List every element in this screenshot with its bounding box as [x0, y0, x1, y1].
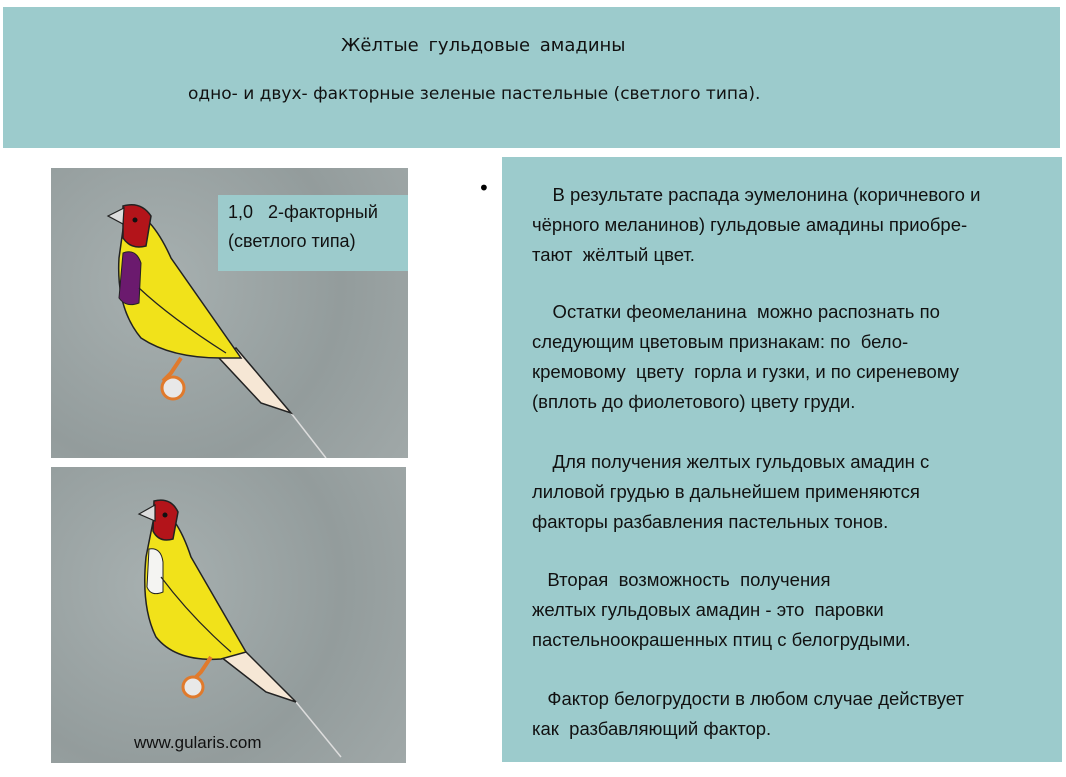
text-line: Остатки феомеланина можно распознать по	[532, 301, 940, 322]
page-title: Жёлтые гульдовые амадины	[341, 35, 626, 56]
paragraph-eumelanin: В результате распада эумелонина (коричне…	[532, 180, 980, 270]
text-line: факторы разбавления пастельных тонов.	[532, 511, 889, 532]
text-line: (вплоть до фиолетового) цвету груди.	[532, 391, 856, 412]
title-banner: Жёлтые гульдовые амадины одно- и двух- фа…	[3, 7, 1060, 148]
text-line: пастельноокрашенных птиц с белогрудыми.	[532, 629, 911, 650]
text-line: Фактор белогрудости в любом случае дейст…	[532, 688, 964, 709]
text-line: Вторая возможность получения	[532, 569, 831, 590]
text-line: лиловой грудью в дальнейшем применяются	[532, 481, 920, 502]
bird-image-purple-breast: 1,0 2-факторный (светлого типа)	[51, 168, 408, 458]
bird-label-type: (светлого типа)	[228, 231, 356, 251]
website-credit: www.gularis.com	[134, 733, 262, 752]
text-line: чёрного меланинов) гульдовые амадины при…	[532, 214, 968, 235]
text-line: тают жёлтый цвет.	[532, 244, 695, 265]
text-line: В результате распада эумелонина (коричне…	[532, 184, 981, 205]
paragraph-white-breast: Фактор белогрудости в любом случае дейст…	[532, 684, 964, 744]
bird-label: 1,0 2-факторный (светлого типа)	[218, 195, 408, 271]
description-panel: В результате распада эумелонина (коричне…	[502, 157, 1062, 762]
bird-illustration	[106, 204, 327, 458]
text-line: как разбавляющий фактор.	[532, 718, 772, 739]
page-subtitle: одно- и двух- факторные зеленые пастельн…	[188, 84, 761, 104]
bird-label-sex-factor: 1,0 2-факторный	[228, 202, 378, 222]
paragraph-dilution: Для получения желтых гульдовых амадин с л…	[532, 447, 929, 537]
text-line: желтых гульдовых амадин - это паровки	[532, 599, 884, 620]
text-line: кремовому цвету горла и гузки, и по сире…	[532, 361, 959, 382]
text-line: Для получения желтых гульдовых амадин с	[532, 451, 930, 472]
paragraph-pheomelanin: Остатки феомеланина можно распознать по с…	[532, 297, 959, 417]
paragraph-pairing: Вторая возможность получения желтых гульд…	[532, 565, 911, 655]
bullet-point: •	[478, 176, 490, 200]
bird-illustration	[137, 499, 342, 758]
text-line: следующим цветовым признакам: по бело-	[532, 331, 909, 352]
bird-image-white-breast	[51, 467, 406, 763]
